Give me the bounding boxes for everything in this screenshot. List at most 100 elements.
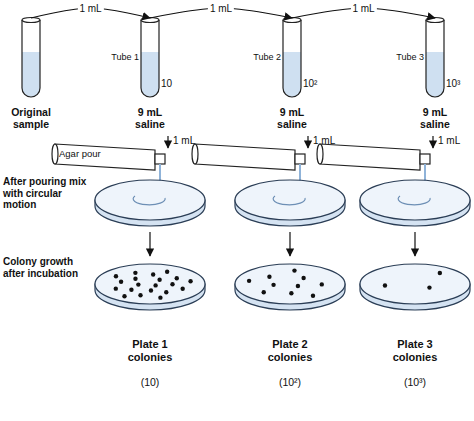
colony-dot [320,282,324,286]
swirl-mark [273,196,305,205]
step-label: After pouring mix with circular motion [3,176,89,211]
down-arrow [167,136,168,148]
plate-label: Plate 1 colonies [120,338,180,363]
colony-dot [188,279,192,283]
test-tubes [22,18,444,98]
tube-liquid [141,52,159,97]
colony-dot [133,271,137,275]
dilution-factor: 10³ [446,78,460,90]
tube-rim [22,18,40,23]
colony-dot [119,280,123,284]
colony-dot [247,279,251,283]
incubation-arrows [150,232,415,256]
pipe-end [52,144,58,164]
colonies [114,268,442,299]
volume-label: 1 mL [173,135,195,147]
colony-dot [427,285,431,289]
tube-label: Tube 1 [111,52,139,62]
pipe-end [317,144,323,164]
plate-top [360,264,470,304]
tube-liquid [22,52,40,97]
colony-dot [311,293,315,297]
dilution-factor: (10²) [235,376,345,388]
pipe-body [320,144,420,170]
down-arrow [414,232,415,256]
tube-label: Tube 2 [253,52,281,62]
colony-dot [165,270,169,274]
pipe-nozzle [295,154,305,164]
plate-label: Plate 2 colonies [260,338,320,363]
dilution-factor: 10² [303,78,317,90]
colony-dot [114,286,118,290]
volume-label: 1 mL [350,3,376,15]
down-arrow [432,136,433,148]
colony-dot [267,274,271,278]
plate-top [235,180,345,220]
pipe-body [55,144,155,170]
tube-outline [141,20,159,97]
plate-top [95,180,205,220]
tube-liquid [283,52,301,97]
agar-plate: Plate 1 colonies (10) [95,262,205,393]
colony-dot [262,290,266,294]
pipe-nozzle [155,154,165,164]
colony-dot [138,293,142,297]
tube-rim [283,18,301,23]
swirl-mark [133,196,165,205]
diluent-label: 9 mL saline [270,106,314,130]
tube-outline [283,20,301,97]
colony-dot [180,287,184,291]
volume-label: 1 mL [438,135,460,147]
down-arrow [289,232,290,256]
plate-label: Plate 3 colonies [385,338,445,363]
volume-label: 1 mL [208,3,234,15]
dilution-factor: (10³) [360,376,470,388]
diluent-label: 9 mL saline [128,106,172,130]
colony-dot [149,288,153,292]
colony-dot [114,274,118,278]
pour-plates [95,180,470,226]
tube-liquid [426,52,444,97]
tube-outline [22,20,40,97]
tube-rim [141,18,159,23]
pipe-nozzle [420,154,430,164]
step-label: Colony growth after incubation [3,256,83,279]
tube-rim [426,18,444,23]
colony-dot [151,272,155,276]
colony-dot [383,283,387,287]
test-tube: Original sample [0,18,62,135]
colony-dot [289,291,293,295]
dilution-factor: 10 [161,78,172,90]
down-arrow [307,136,308,148]
diluent-label: 9 mL saline [413,106,457,130]
colony-dot [122,294,126,298]
pipe-label: Agar pour [59,149,101,160]
plate-top [235,264,345,304]
agar-pipes [52,144,430,190]
colony-dot [438,271,442,275]
pipe-body [195,144,295,170]
dilution-factor: (10) [95,376,205,388]
colony-dot [153,283,157,287]
colony-dot [296,284,300,288]
test-tube: Tube 1 10 9 mL saline [113,18,187,135]
colony-dot [129,288,133,292]
agar-plate: Plate 2 colonies (10²) [235,262,345,393]
plate-top [360,180,470,220]
down-arrow [149,232,150,256]
swirl-mark [398,196,430,205]
colony-dot [136,282,140,286]
test-tube: Tube 2 10² 9 mL saline [255,18,329,135]
colony-dot [271,283,275,287]
colony-plates [95,264,470,310]
colony-dot [175,276,179,280]
sample-label: Original sample [3,106,59,130]
volume-label: 1 mL [313,135,335,147]
agar-plate: Plate 3 colonies (10³) [360,262,470,393]
volume-label: 1 mL [77,3,103,15]
colony-dot [133,277,137,281]
pipe-end [192,144,198,164]
tube-outline [426,20,444,97]
tube-label: Tube 3 [396,52,424,62]
